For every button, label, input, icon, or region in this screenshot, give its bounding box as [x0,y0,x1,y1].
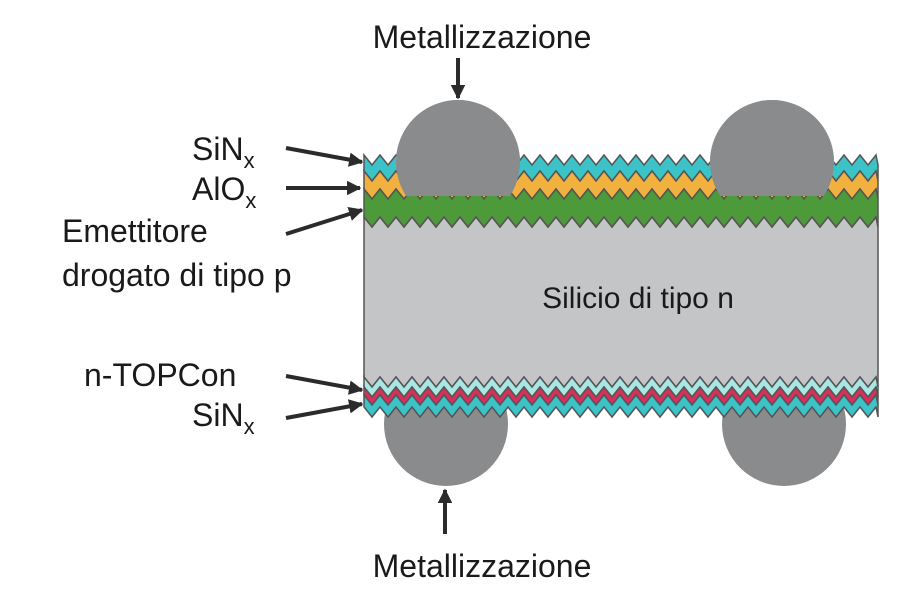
silicon-label: Silicio di tipo n [542,282,734,315]
metallization-top-label: Metallizzazione [373,19,592,55]
top-contact-overlay [396,99,834,196]
alox-label: AlOx [192,171,256,213]
emitter-label-line2: drogato di tipo p [62,257,292,293]
ntopcon-label: n-TOPCon [84,357,236,393]
sinx-bottom-label: SiNx [192,397,255,439]
top-contact-right-cover [709,99,834,196]
arrow-emitter [285,207,364,236]
arrow-ntopcon [285,374,364,395]
sinx-bottom-layer [363,392,879,419]
emitter-layer [363,186,879,229]
pointer-arrows [285,58,466,534]
emitter-label-line1: Emettitore [62,213,208,249]
sinx-top-label: SiNx [192,131,255,173]
bottom-layers [363,374,879,419]
arrow-sinx-top [285,146,364,167]
arrow-sinx-bottom [285,399,364,420]
top-contact-left-cover [396,99,520,196]
metallization-bottom-label: Metallizzazione [373,548,592,584]
